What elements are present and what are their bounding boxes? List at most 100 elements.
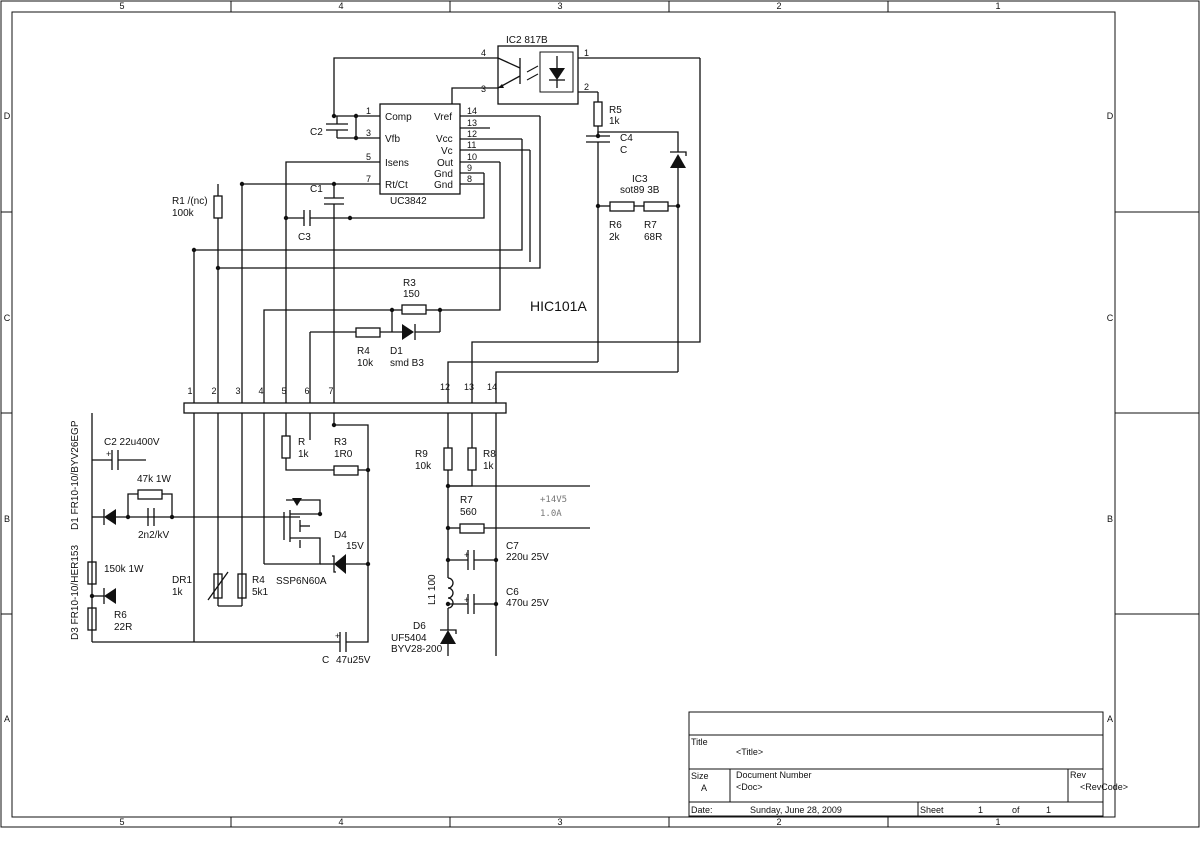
connector-bar — [183, 402, 507, 414]
label-l1: L1 100 — [427, 574, 438, 605]
frame-col-top-2: 2 — [776, 1, 781, 11]
label-r4-top-value: 10k — [357, 358, 374, 369]
uc3842-pin10-num: 10 — [467, 152, 477, 162]
connector-pin-13: 13 — [464, 382, 474, 392]
svg-text:+: + — [106, 449, 111, 459]
frame-row-right-a: A — [1107, 714, 1113, 724]
date-label: Date: — [691, 805, 713, 815]
drawing-frame — [0, 0, 1200, 828]
label-ic3-package: sot89 3B — [620, 185, 660, 196]
uc3842-pin9-num: 9 — [467, 163, 472, 173]
connector-pin-2: 2 — [211, 386, 216, 396]
uc3842-pin13-num: 13 — [467, 118, 477, 128]
label-r7-out-value: 560 — [460, 507, 477, 518]
connector-pin-7: 7 — [328, 386, 333, 396]
label-d1-top-ref: D1 — [390, 346, 403, 357]
uc3842-pin5-num: 5 — [366, 152, 371, 162]
label-r7-out-ref: R7 — [460, 495, 473, 506]
label-d4-value: 15V — [346, 541, 364, 552]
label-c47u-ref: C — [322, 655, 329, 666]
connector-pin-5: 5 — [281, 386, 286, 396]
label-c3: C3 — [298, 232, 311, 243]
rev-label: Rev — [1070, 770, 1087, 780]
ic2-pin3: 3 — [481, 84, 486, 94]
svg-text:+: + — [335, 631, 340, 641]
frame-col-top-4: 4 — [338, 1, 343, 11]
uc3842-pin-vcc: Vcc — [436, 134, 453, 145]
label-r-mid-value: 1k — [298, 449, 310, 460]
sheet-label: Sheet — [920, 805, 944, 815]
frame-row-right-c: C — [1107, 313, 1114, 323]
label-output-voltage: +14V5 — [540, 495, 567, 505]
label-dr1-ref: DR1 — [172, 575, 192, 586]
svg-text:+: + — [464, 595, 469, 605]
frame-col-bottom-1: 1 — [995, 817, 1000, 827]
primary-side — [87, 413, 369, 652]
frame-row-left-c: C — [4, 313, 11, 323]
label-r9-ref: R9 — [415, 449, 428, 460]
label-r8-value: 1k — [483, 461, 495, 472]
label-150k: 150k 1W — [104, 564, 144, 575]
label-c6-ref: C6 — [506, 587, 519, 598]
title-block: Title <Title> Size A Document Number <Do… — [688, 711, 1128, 817]
label-2n2: 2n2/kV — [138, 530, 169, 541]
label-r6-top-ref: R6 — [609, 220, 622, 231]
junction-dots — [89, 113, 681, 607]
uc3842-pin-gnd1: Gnd — [434, 169, 453, 180]
label-r3-top-value: 150 — [403, 289, 420, 300]
frame-col-top-1: 1 — [995, 1, 1000, 11]
label-d1-top-value: smd B3 — [390, 358, 424, 369]
uc3842-pin-vref: Vref — [434, 112, 452, 123]
label-c2-bottom: C2 22u400V — [104, 437, 160, 448]
label-r4-bottom-ref: R4 — [252, 575, 265, 586]
label-c1: C1 — [310, 184, 323, 195]
uc3842-ic: UC3842 1 3 5 7 Comp Vfb Isens Rt/Ct 14 1… — [356, 103, 540, 207]
label-r5-ref: R5 — [609, 105, 622, 116]
label-c7-value: 220u 25V — [506, 552, 549, 563]
uc3842-pin1-num: 1 — [366, 106, 371, 116]
ic2-name: IC2 817B — [506, 35, 548, 46]
frame-col-bottom-2: 2 — [776, 817, 781, 827]
uc3842-pin-isens: Isens — [385, 158, 409, 169]
label-r6-top-value: 2k — [609, 232, 621, 243]
size-value: A — [701, 783, 707, 793]
uc3842-pin-out: Out — [437, 158, 453, 169]
label-r5-value: 1k — [609, 116, 621, 127]
label-d1-side: D1 FR10-10/BYV26EGP — [70, 420, 81, 530]
polarity-marks: + + + + — [106, 449, 469, 641]
frame-col-top-5: 5 — [119, 1, 124, 11]
hic101a-connector: HIC101A 1 2 3 4 5 6 7 12 13 14 — [183, 298, 587, 414]
label-r3-mid-ref: R3 — [334, 437, 347, 448]
of-label: of — [1012, 805, 1020, 815]
frame-row-right-b: B — [1107, 514, 1113, 524]
label-mosfet: SSP6N60A — [276, 576, 327, 587]
docnum-label: Document Number — [736, 770, 812, 780]
label-r7-top-ref: R7 — [644, 220, 657, 231]
frame-row-left-b: B — [4, 514, 10, 524]
label-ic3-ref: IC3 — [632, 174, 648, 185]
label-r7-top-value: 68R — [644, 232, 662, 243]
secondary-output — [440, 413, 590, 656]
frame-col-top-3: 3 — [557, 1, 562, 11]
uc3842-pin-vc: Vc — [441, 146, 453, 157]
frame-row-left-a: A — [4, 714, 10, 724]
ic2-pin4: 4 — [481, 48, 486, 58]
label-c4-ref: C4 — [620, 133, 633, 144]
label-r6-bottom-value: 22R — [114, 622, 132, 633]
label-r3-mid-value: 1R0 — [334, 449, 353, 460]
frame-col-bottom-4: 4 — [338, 817, 343, 827]
connector-pin-14: 14 — [487, 382, 497, 392]
sheet-value: 1 — [978, 805, 983, 815]
label-d6-alt: BYV28-200 — [391, 644, 443, 655]
connector-pin-12: 12 — [440, 382, 450, 392]
ic2-optocoupler: IC2 817B 4 3 1 2 — [478, 35, 700, 105]
connector-pin-6: 6 — [304, 386, 309, 396]
connector-pin-1: 1 — [187, 386, 192, 396]
label-r9-value: 10k — [415, 461, 432, 472]
label-r-mid-ref: R — [298, 437, 305, 448]
uc3842-pin-comp: Comp — [385, 112, 412, 123]
connector-pin-3: 3 — [235, 386, 240, 396]
title-value: <Title> — [736, 747, 763, 757]
feedback-regulator — [447, 58, 701, 403]
